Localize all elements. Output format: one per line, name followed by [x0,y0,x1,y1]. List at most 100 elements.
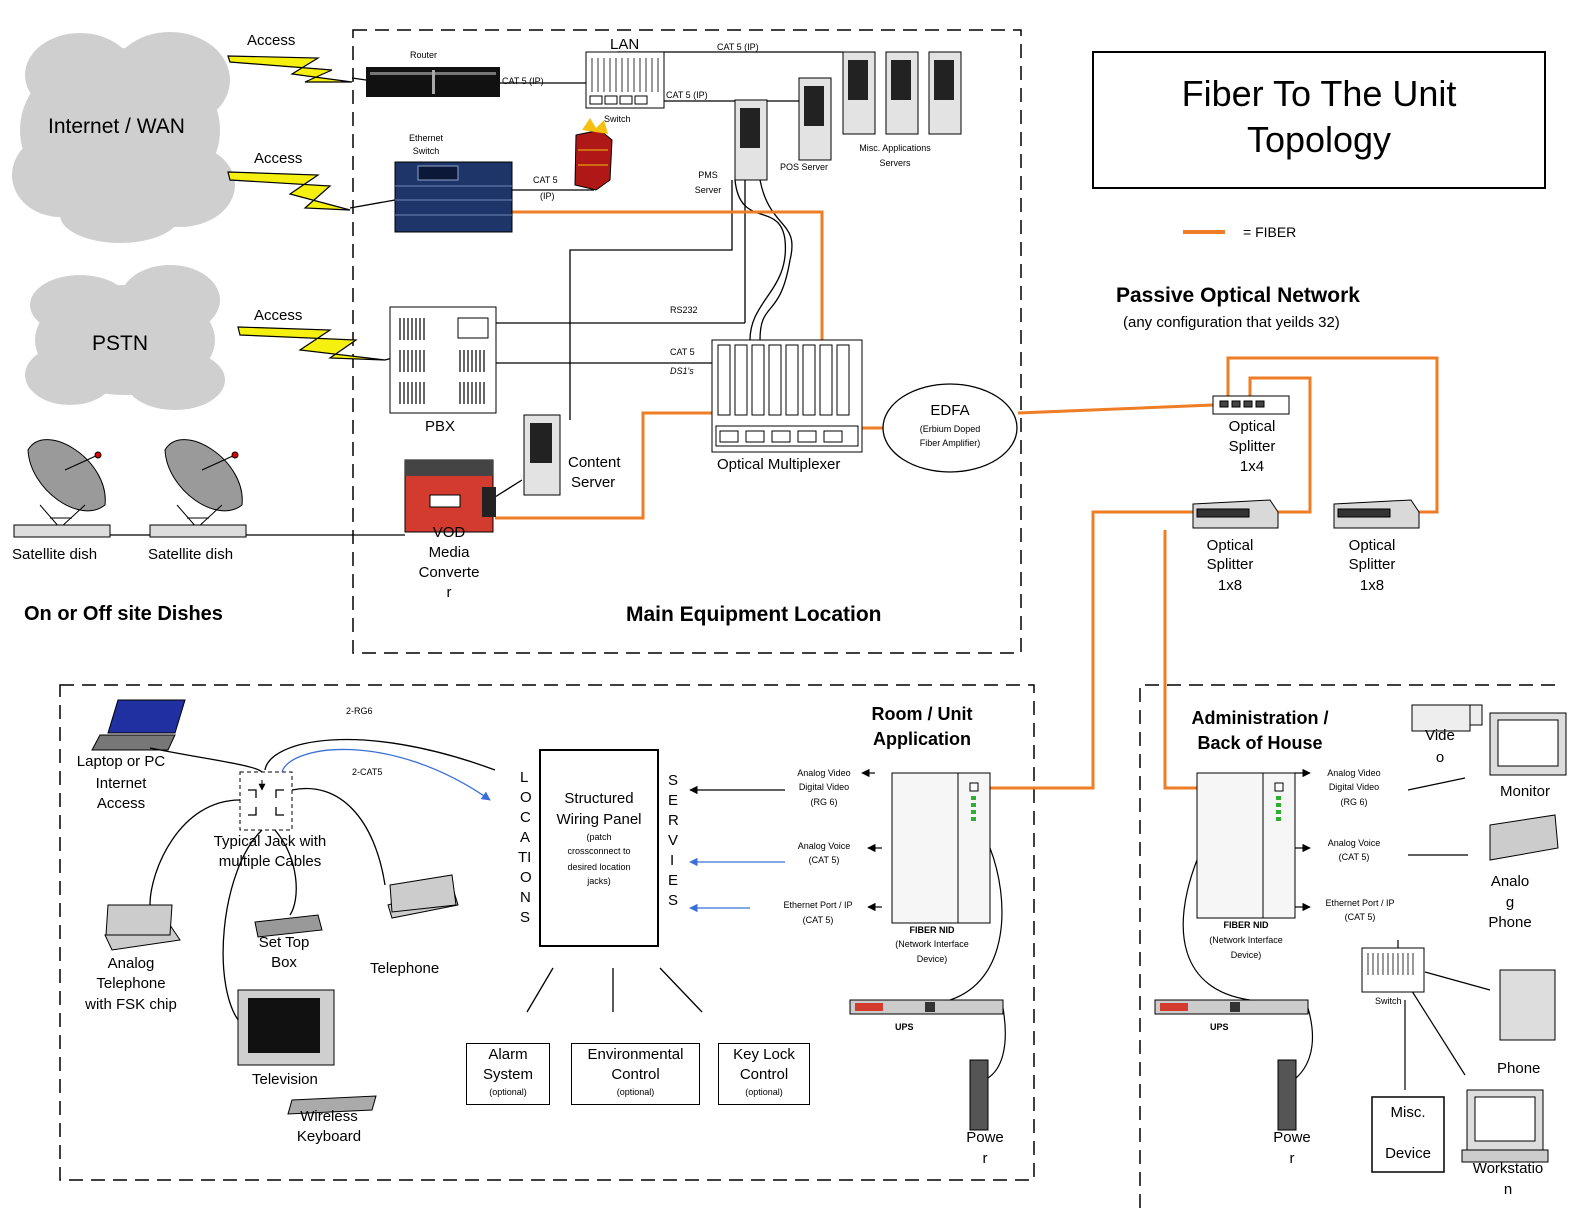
environmental-control-box [571,1043,700,1105]
content-server-label-1: Content [568,454,621,471]
admin-title-2: Back of House [1197,733,1323,753]
ethernet-switch-icon [394,161,513,233]
monitor-icon [1489,712,1567,776]
locations-c: C [520,809,531,826]
services-s: S [668,772,679,789]
title-box [1092,51,1546,189]
admin-analog-phone-2: g [1505,894,1515,911]
telephone-label: Telephone [370,960,440,977]
admin-nid-2: (Network Interface [1209,935,1283,945]
locations-n: N [520,889,531,906]
keyboard-label-2: Keyboard [296,1128,362,1145]
laptop-label-3: Access [96,795,146,812]
pstn-cloud [25,265,225,410]
room-analog-video-1: Analog Video [797,768,851,778]
locations-o: O [520,789,532,806]
pon-title: Passive Optical Network [1116,284,1360,307]
vod-label-3: Converte [418,564,480,581]
settop-label-1: Set Top [258,934,310,951]
monitor-label: Monitor [1500,783,1551,800]
cat5-ip-label-2: CAT 5 (IP) [717,42,759,52]
router-label: Router [410,50,438,60]
title-line2: Topology [1246,119,1392,160]
video-label-1: Vide [1425,727,1455,744]
panel-label-4: crossconnect to [567,846,631,856]
admin-ethernet-1: Ethernet Port / IP [1325,898,1395,908]
room-analog-video-3: (RG 6) [810,797,838,807]
workstation-label-1: Workstatio [1472,1160,1544,1177]
panel-label-6: jacks) [587,876,611,886]
room-ethernet-1: Ethernet Port / IP [783,900,853,910]
alarm-label-2: System [482,1066,533,1083]
misc-device-label-1: Misc. [1390,1104,1426,1121]
keylock-label-3: (optional) [745,1087,783,1097]
cat5-ip-label-4b: (IP) [540,191,555,201]
services-e: E [668,792,679,809]
firewall-icon [574,118,613,191]
power-strip-icon [969,1059,1297,1131]
access-label-1: Access [247,32,296,49]
keylock-label-1: Key Lock [733,1046,795,1063]
pbx-icon [389,306,497,414]
dishes-section-title: On or Off site Dishes [24,603,223,625]
services-v: V [668,832,679,849]
fiber-legend-label: = FIBER [1243,224,1297,240]
splitter-1x4-label-3: 1x4 [1239,458,1265,475]
phone-label: Phone [1497,1060,1541,1077]
admin-analog-video-2: Digital Video [1328,782,1380,792]
alarm-label-3: (optional) [489,1087,527,1097]
satellite-dish-icon [13,439,247,538]
workstation-icon [1461,1089,1549,1163]
room-unit-border [59,684,1035,1181]
optical-multiplexer-icon [711,339,863,453]
router-icon [366,67,500,97]
cat5-ip-label-1: CAT 5 (IP) [502,76,544,86]
optical-mux-label: Optical Multiplexer [717,456,841,473]
admin-border [1139,684,1555,1215]
fiber-nid-icon [891,772,1296,924]
locations-s: S [520,909,531,926]
ups-icon [849,999,1309,1015]
lightning-bolt-icon [227,55,386,361]
settop-label-2: Box [271,954,297,971]
splitter-1x4-label-1: Optical [1228,418,1276,435]
laptop-label-2: Internet [95,775,147,792]
analog-phone-label-2: Telephone [96,975,166,992]
locations-ti: TI [518,849,532,866]
pms-server-label-2: Server [694,185,722,195]
pon-subtitle: (any configuration that yeilds 32) [1123,314,1340,331]
ethernet-switch-label-1: Ethernet [408,133,444,143]
room-power-label-1: Powe [966,1129,1004,1146]
video-camera-icon [1411,704,1483,732]
rg6-label: 2-RG6 [346,706,373,716]
keyboard-label-1: Wireless [300,1108,358,1125]
room-power-label-2: r [982,1150,988,1167]
set-top-box-icon [254,914,323,938]
misc-device-label-2: Device [1385,1145,1431,1162]
access-label-2: Access [254,150,303,167]
admin-switch-icon [1361,947,1425,993]
access-label-3: Access [254,307,303,324]
room-analog-voice-1: Analog Voice [797,841,851,851]
key-lock-control-box [718,1043,810,1105]
optical-splitter-icon [1192,395,1420,529]
main-section-title: Main Equipment Location [626,603,882,626]
admin-analog-voice-2: (CAT 5) [1338,852,1370,862]
wall-jack [239,771,293,831]
cat5-label: CAT 5 [670,347,695,357]
pms-server-label-1: PMS [698,170,718,180]
alarm-system-box [466,1043,550,1105]
analog-phone-icon [1489,814,1559,861]
services-i: I [670,852,675,869]
keyboard-icon [287,1095,377,1115]
admin-switch-label: Switch [1375,996,1402,1006]
locations-o2: O [520,869,532,886]
env-label-1: Environmental [587,1046,684,1063]
misc-device-box [1371,1096,1445,1173]
vod-label-1: VOD [432,524,466,541]
panel-label-2: Wiring Panel [556,811,642,828]
admin-ups-label: UPS [1210,1022,1229,1032]
jack-label-1: Typical Jack with [213,833,327,850]
alarm-label-1: Alarm [488,1046,528,1063]
